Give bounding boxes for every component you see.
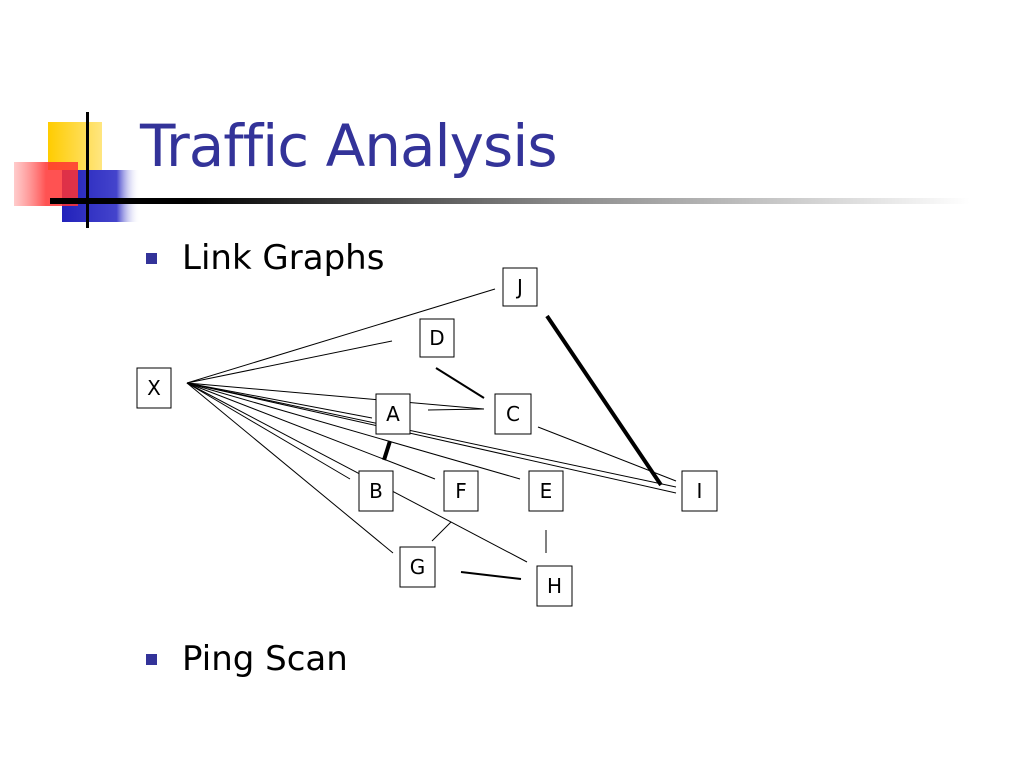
edge-a-b [382,440,392,461]
title-rule [50,198,970,204]
node-a: A [375,393,411,435]
node-box [443,470,479,512]
node-g: G [399,546,436,588]
node-i: I [681,470,718,512]
bullet-square-icon [146,252,157,264]
node-label: X [147,376,161,400]
edge-x-j [186,288,496,384]
node-d: D [419,318,455,358]
node-box [494,393,532,435]
node-box [528,470,564,512]
node-box [536,565,573,607]
node-box [358,470,394,512]
edge-j-i [545,314,663,487]
node-box [399,546,436,588]
node-h: H [536,565,573,607]
node-label: H [547,574,562,598]
edge-x-a [186,382,373,419]
node-label: B [369,479,383,503]
node-label: A [386,402,400,426]
node-box [136,367,172,409]
edge-x-c [186,382,485,410]
edge-x-e [186,382,521,480]
node-e: E [528,470,564,512]
edge-f-g [431,521,452,542]
node-box [681,470,718,512]
node-j: J [502,267,538,307]
bullet-link-graphs: Link Graphs [146,238,384,278]
node-x: X [136,367,172,409]
edge-a-c [427,408,485,411]
edge-x-b [186,382,351,480]
edge-x-f [186,382,436,480]
node-label: F [455,479,467,503]
node-label: G [410,555,426,579]
node-f: F [443,470,479,512]
edge-x-h [186,382,528,563]
node-label: D [429,326,444,350]
decorative-logo [14,112,140,228]
edge-x-d [186,340,393,384]
edge-x-i [186,382,677,488]
node-b: B [358,470,394,512]
edge-x-g [186,382,394,554]
node-label: I [697,479,703,503]
node-label: J [515,275,523,299]
slide-title: Traffic Analysis [140,112,558,180]
bullet-square-icon [146,653,157,665]
node-box [419,318,455,358]
node-box [375,393,411,435]
edge-x-i [186,382,677,494]
node-box [502,267,538,307]
edge-g-h [460,571,522,580]
node-label: E [540,479,553,503]
node-label: C [506,402,520,426]
node-c: C [494,393,532,435]
logo-vertical-line [86,112,89,228]
bullet-text: Link Graphs [182,238,385,278]
edge-d-c [435,367,485,399]
bullet-ping-scan: Ping Scan [146,639,348,679]
bullet-text: Ping Scan [182,639,348,679]
